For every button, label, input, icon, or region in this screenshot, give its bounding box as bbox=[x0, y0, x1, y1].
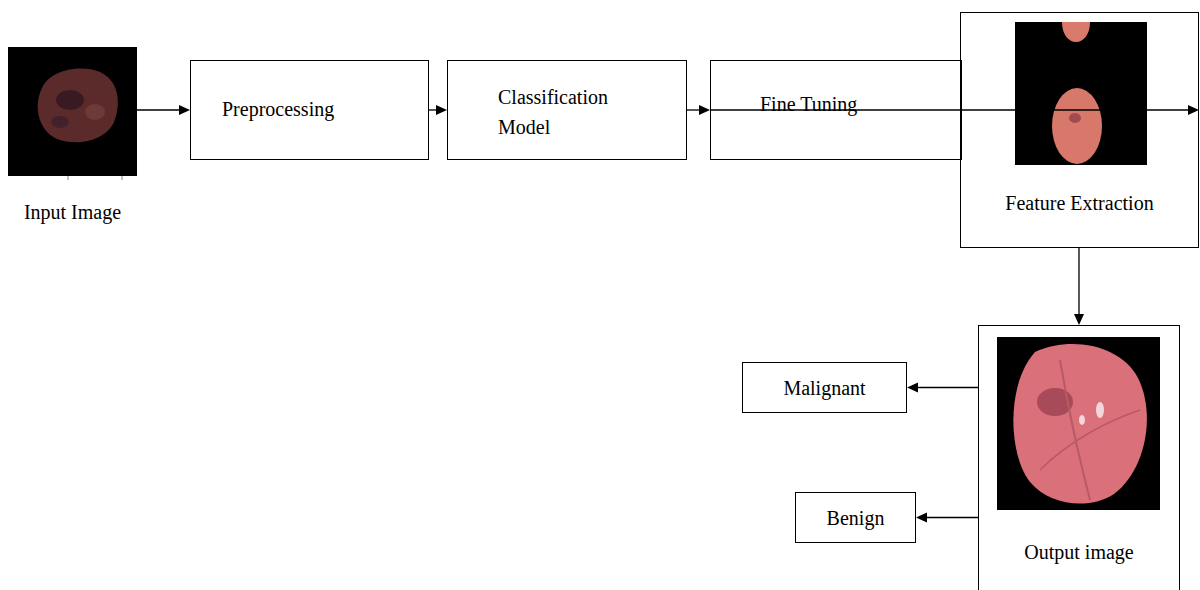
flow-arrow bbox=[917, 387, 978, 388]
process-box: Preprocessing bbox=[190, 60, 429, 160]
lesion bbox=[1052, 88, 1102, 164]
output-photo bbox=[997, 337, 1160, 510]
hair-line bbox=[1040, 410, 1140, 470]
node-label: Malignant bbox=[783, 373, 865, 403]
flow-arrow bbox=[926, 517, 978, 518]
arrow-head bbox=[436, 105, 447, 115]
arrow-head bbox=[916, 513, 927, 523]
process-box: Fine Tuning bbox=[710, 60, 962, 160]
input-photo bbox=[8, 47, 137, 176]
glare bbox=[1079, 415, 1085, 425]
axis-tick bbox=[122, 176, 123, 180]
node-label: Input Image bbox=[24, 197, 121, 227]
node-label: Fine Tuning bbox=[760, 89, 961, 119]
feature-photo bbox=[1015, 22, 1147, 165]
lesion-patch bbox=[1069, 113, 1081, 123]
image-box: Feature Extraction bbox=[960, 12, 1199, 248]
lesion-patch bbox=[51, 116, 69, 128]
image-node: Input Image bbox=[8, 47, 137, 233]
lesion bbox=[1013, 344, 1147, 504]
axis-tick bbox=[68, 176, 69, 180]
result-box: Malignant bbox=[742, 362, 907, 413]
node-label: Output image bbox=[1024, 537, 1133, 567]
lesion-patch bbox=[85, 104, 105, 120]
arrow-head bbox=[1074, 314, 1084, 325]
flow-arrow bbox=[1078, 248, 1079, 315]
flow-arrow bbox=[687, 109, 700, 110]
arrow-head bbox=[699, 105, 710, 115]
hair-line bbox=[1060, 360, 1090, 500]
node-label: Preprocessing bbox=[222, 94, 428, 124]
glare bbox=[1096, 402, 1104, 418]
arrow-head bbox=[907, 383, 918, 393]
lesion-patch bbox=[56, 90, 84, 110]
node-label: Feature Extraction bbox=[1005, 188, 1153, 218]
process-box: Classification Model bbox=[447, 60, 687, 160]
lesion bbox=[38, 69, 118, 143]
flow-arrow bbox=[137, 109, 180, 110]
arrow-head bbox=[179, 105, 190, 115]
arrow-head bbox=[1188, 105, 1199, 115]
node-label: Classification Model bbox=[498, 82, 628, 142]
image-box: Output image bbox=[978, 325, 1180, 590]
result-box: Benign bbox=[795, 492, 916, 543]
lesion bbox=[1062, 22, 1090, 42]
flow-arrow bbox=[429, 109, 437, 110]
node-label: Benign bbox=[827, 503, 885, 533]
